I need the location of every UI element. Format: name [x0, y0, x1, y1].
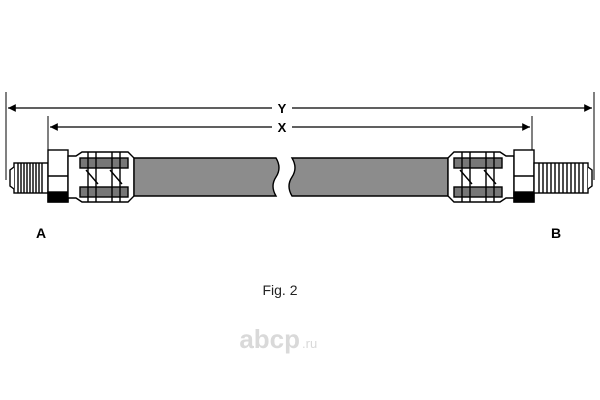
dimension-x: X [50, 120, 530, 135]
watermark-suffix: .ru [302, 336, 317, 351]
dimension-y-label: Y [278, 101, 287, 116]
dimension-y: Y [8, 101, 592, 116]
extension-lines [5, 92, 595, 180]
hose-left-segment [133, 157, 280, 197]
dimension-x-label: X [278, 120, 287, 135]
watermark-text: abcp [239, 324, 300, 354]
right-fitting [447, 149, 593, 203]
end-label-a: A [36, 225, 46, 241]
hose [133, 157, 449, 197]
figure-caption: Fig. 2 [262, 282, 297, 298]
end-label-b: B [551, 225, 561, 241]
watermark: abcp .ru [239, 324, 317, 354]
left-fitting [9, 149, 135, 203]
hose-right-segment [288, 157, 449, 197]
